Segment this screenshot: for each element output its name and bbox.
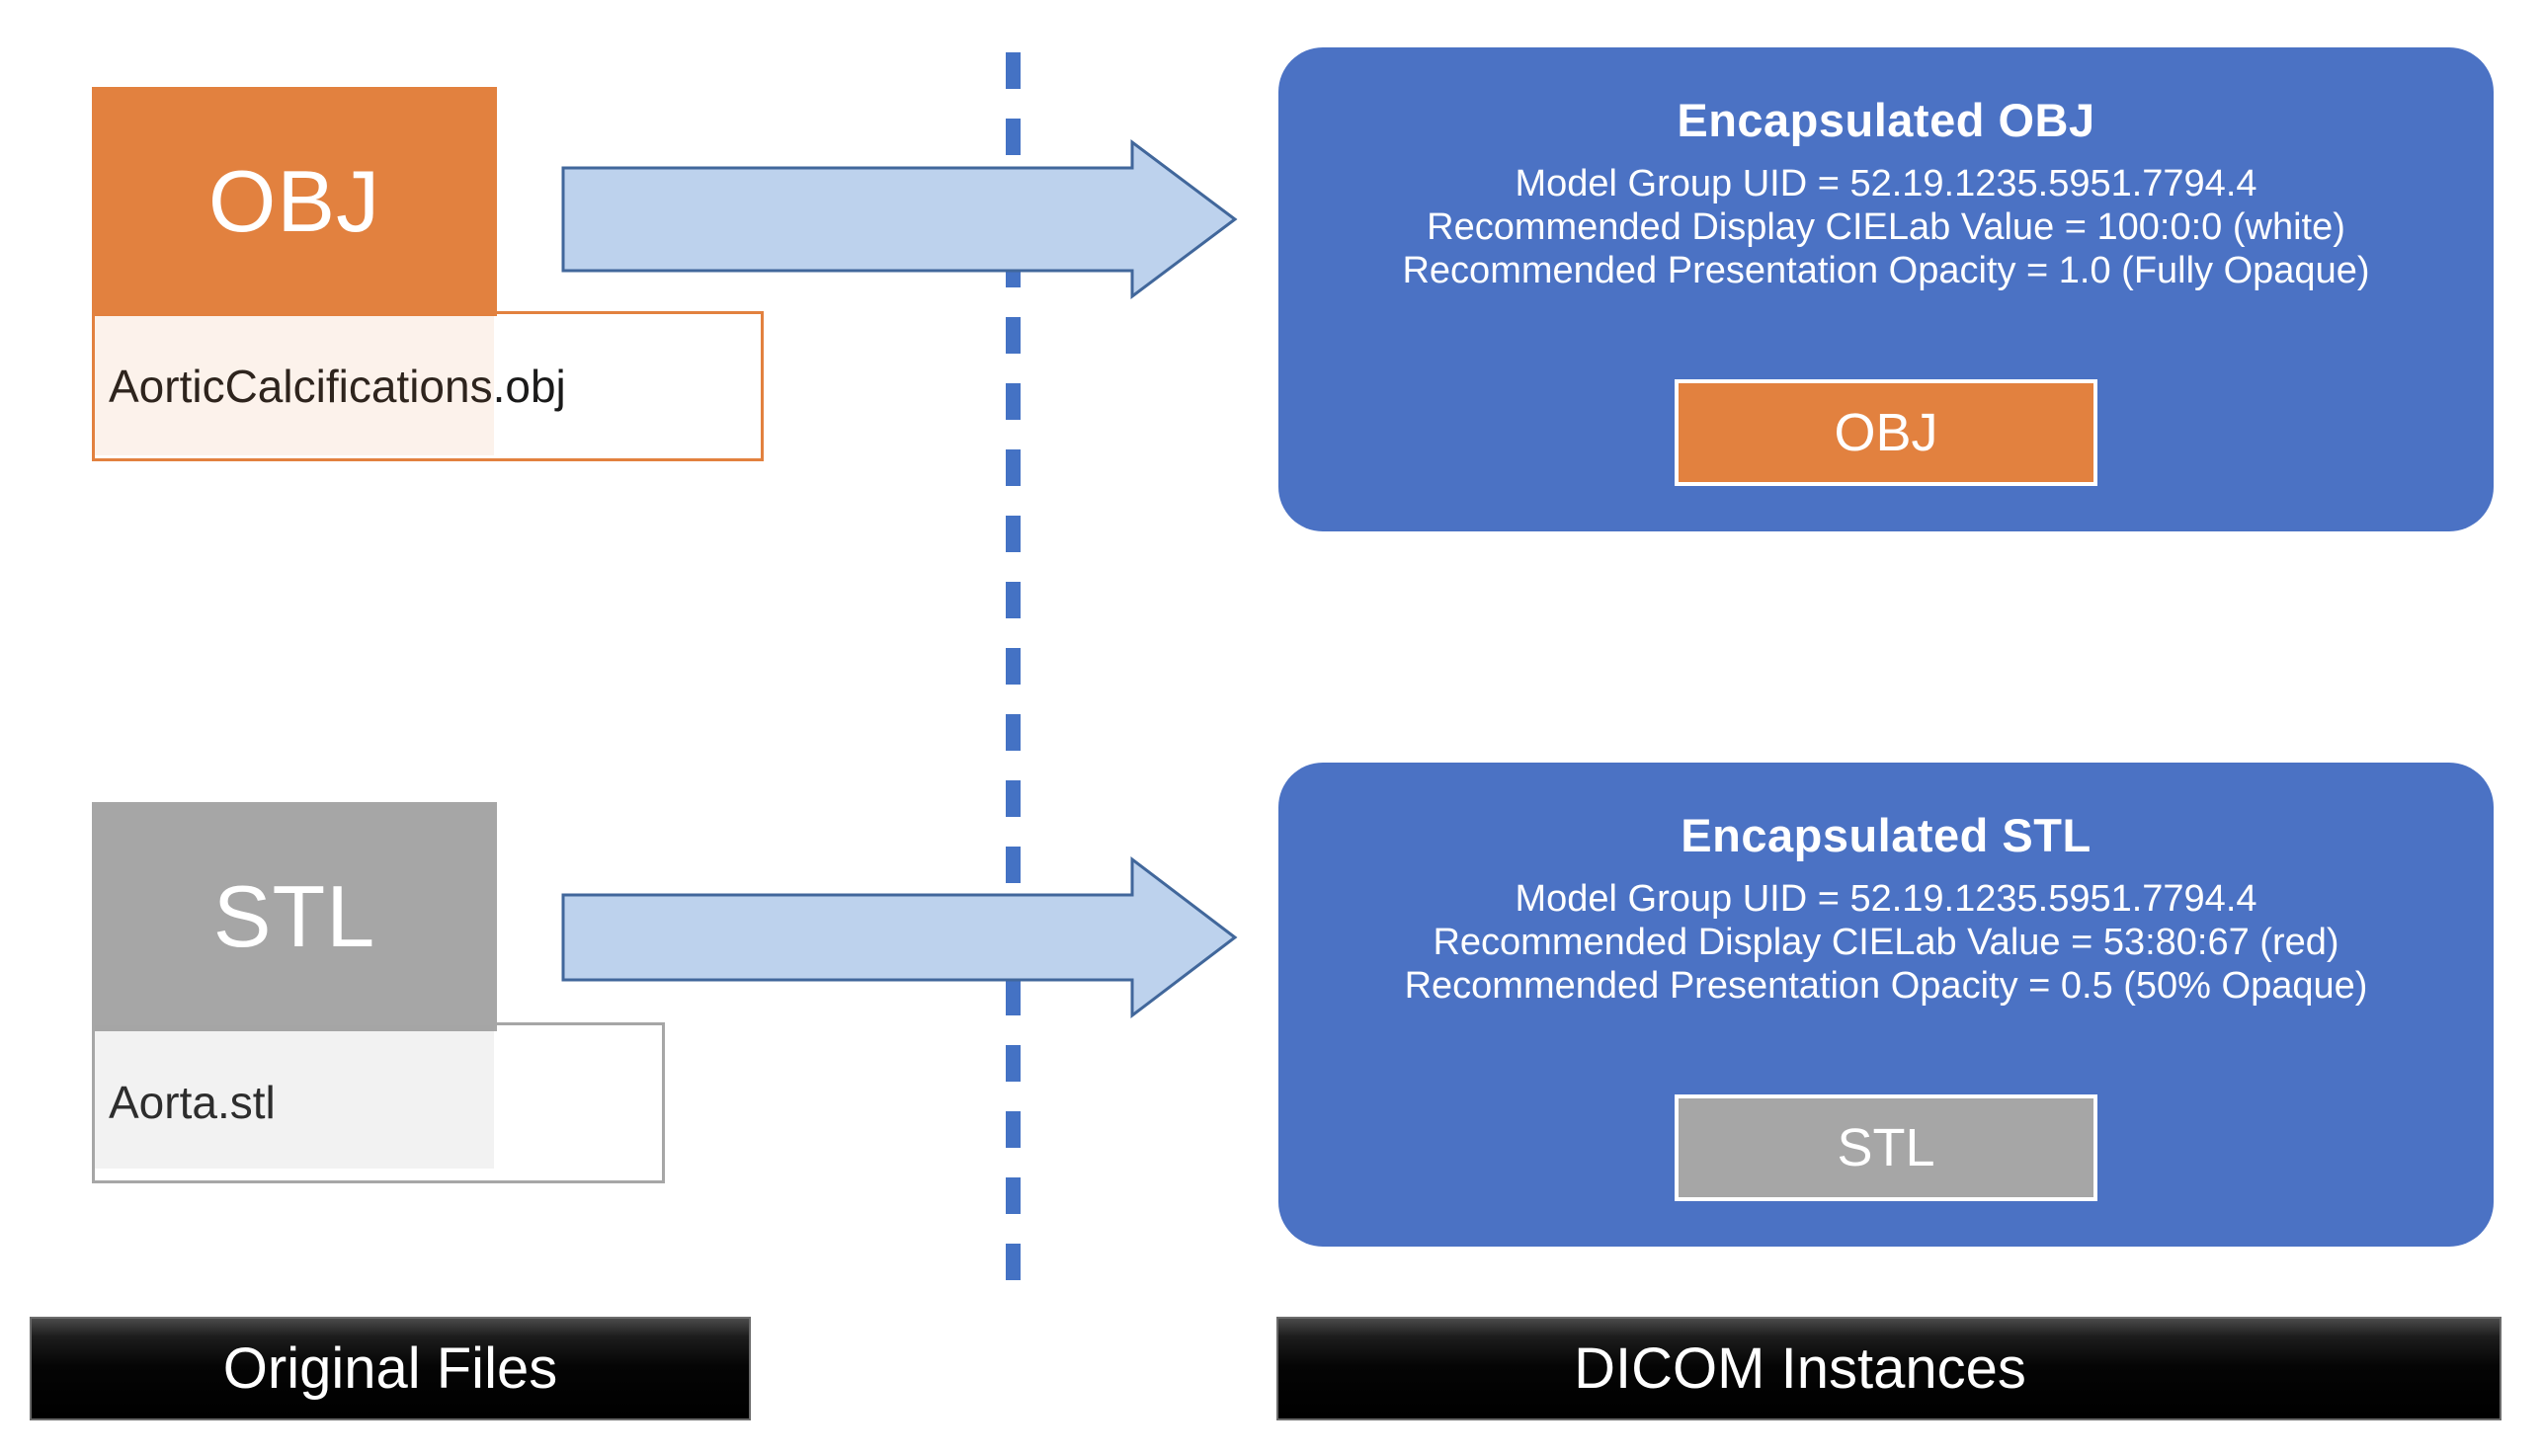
file-label-box-obj: AorticCalcifications.obj xyxy=(92,311,764,461)
panel-line-obj-opacity: Recommended Presentation Opacity = 1.0 (… xyxy=(1402,249,2370,291)
vertical-dashed-divider xyxy=(1006,52,1021,1294)
panel-line-stl-uid: Model Group UID = 52.19.1235.5951.7794.4 xyxy=(1515,877,2257,920)
footer-label-dicom-instances: DICOM Instances xyxy=(1574,1335,2026,1401)
footer-bar-dicom-instances: DICOM Instances xyxy=(1276,1317,2502,1420)
file-tile-obj: OBJ xyxy=(92,87,497,316)
file-name-obj: AorticCalcifications.obj xyxy=(109,360,566,412)
panel-title-stl: Encapsulated STL xyxy=(1681,809,2092,861)
footer-label-original-files: Original Files xyxy=(222,1335,558,1401)
panel-line-obj-cielab: Recommended Display CIELab Value = 100:0… xyxy=(1427,205,2345,248)
panel-line-obj-uid: Model Group UID = 52.19.1235.5951.7794.4 xyxy=(1515,162,2257,204)
file-tile-label-obj: OBJ xyxy=(207,152,381,250)
file-tile-stl: STL xyxy=(92,802,497,1031)
panel-encapsulated-stl: Encapsulated STL Model Group UID = 52.19… xyxy=(1278,763,2494,1247)
file-name-stl: Aorta.stl xyxy=(109,1077,276,1129)
panel-line-stl-opacity: Recommended Presentation Opacity = 0.5 (… xyxy=(1404,964,2368,1007)
panel-chip-obj: OBJ xyxy=(1675,379,2097,486)
footer-bar-original-files: Original Files xyxy=(30,1317,751,1420)
panel-chip-label-stl: STL xyxy=(1837,1118,1935,1177)
file-label-box-stl: Aorta.stl xyxy=(92,1022,665,1183)
arrow-obj-to-encapsulated-obj xyxy=(561,139,1238,299)
panel-chip-stl: STL xyxy=(1675,1094,2097,1201)
arrow-stl-to-encapsulated-stl xyxy=(561,855,1238,1019)
panel-encapsulated-obj: Encapsulated OBJ Model Group UID = 52.19… xyxy=(1278,47,2494,531)
panel-title-obj: Encapsulated OBJ xyxy=(1677,94,2095,146)
file-tile-label-stl: STL xyxy=(212,867,376,965)
panel-line-stl-cielab: Recommended Display CIELab Value = 53:80… xyxy=(1433,921,2339,963)
panel-chip-label-obj: OBJ xyxy=(1834,403,1938,462)
